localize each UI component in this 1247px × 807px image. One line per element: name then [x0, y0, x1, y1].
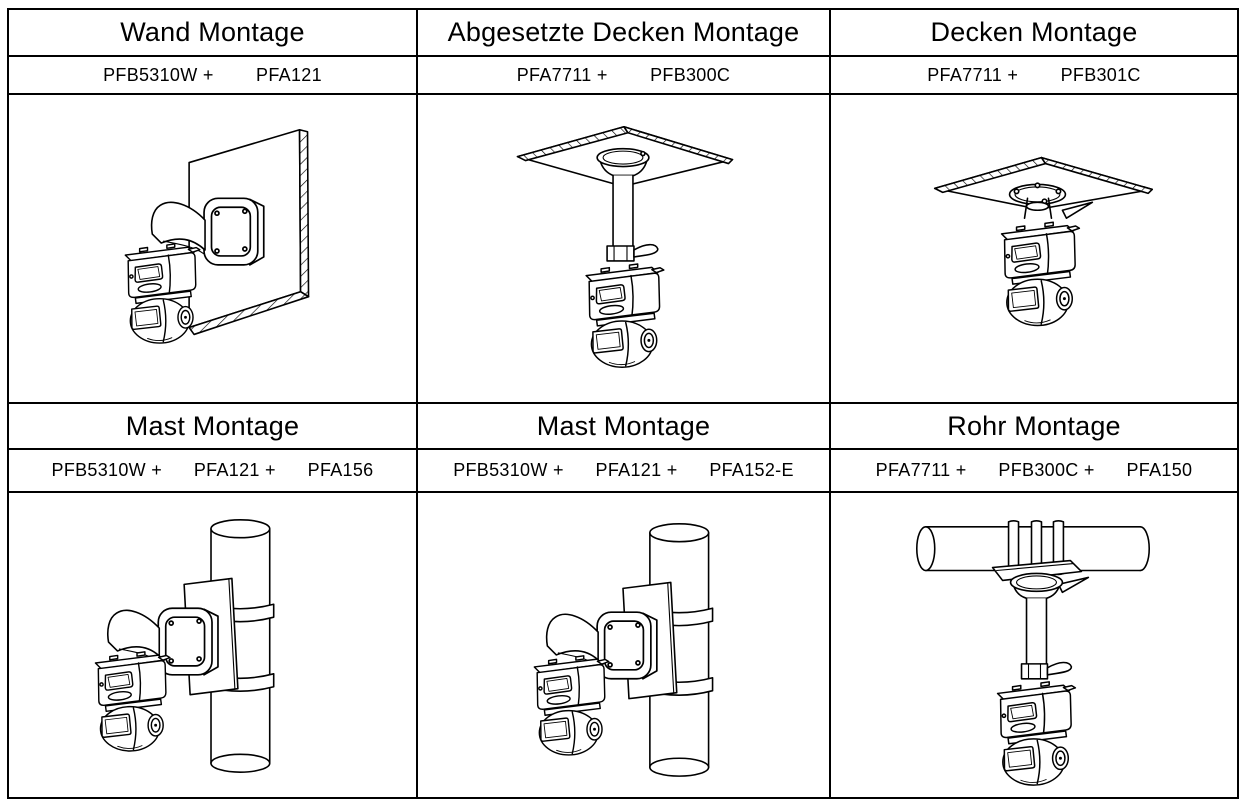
wall-bracket	[203, 197, 265, 266]
parts-wall-mount: PFB5310W + PFA121	[9, 57, 418, 95]
camera	[1000, 221, 1081, 327]
parts-pendant-ceiling-mount: PFA7711 + PFB300C	[418, 57, 831, 95]
mast-scene	[95, 520, 273, 772]
title-pendant-ceiling-mount: Abgesetzte Decken Montage	[418, 10, 831, 57]
title-mast-mount: Mast Montage	[9, 404, 418, 450]
parts-mast-mount-2: PFB5310W + PFA121 + PFA152-E	[418, 450, 831, 493]
ceiling-flange	[1008, 182, 1094, 219]
mast-mount-diagram-2	[418, 493, 829, 797]
figure-mast-mount-2	[418, 493, 831, 797]
parts-pipe-mount: PFA7711 + PFB300C + PFA150	[831, 450, 1237, 493]
title-ceiling-mount: Decken Montage	[831, 10, 1237, 57]
title-mast-mount-2: Mast Montage	[418, 404, 831, 450]
camera	[585, 263, 665, 368]
pipe-mount-diagram	[915, 520, 1151, 786]
figure-mast-mount	[9, 493, 418, 797]
mounting-table: Wand Montage Abgesetzte Decken Montage D…	[7, 8, 1239, 799]
ceiling-mount-diagram	[933, 156, 1154, 327]
figure-wall-mount	[9, 95, 418, 404]
title-pipe-mount: Rohr Montage	[831, 404, 1237, 450]
parts-ceiling-mount: PFA7711 + PFB301C	[831, 57, 1237, 95]
mount-arm	[150, 201, 206, 255]
pendant-ceiling-mount-diagram	[516, 125, 734, 368]
figure-pendant-ceiling-mount	[418, 95, 831, 404]
mast-mount-diagram	[9, 493, 416, 797]
wall-mount-diagram	[124, 128, 310, 344]
pipe-plate-and-pole	[991, 559, 1090, 680]
title-wall-mount: Wand Montage	[9, 10, 418, 57]
figure-pipe-mount	[831, 493, 1237, 797]
ceiling-cup-and-pole	[596, 147, 659, 262]
figure-ceiling-mount	[831, 95, 1237, 404]
mast-scene	[534, 524, 712, 776]
camera	[996, 681, 1077, 786]
parts-mast-mount: PFB5310W + PFA121 + PFA156	[9, 450, 418, 493]
